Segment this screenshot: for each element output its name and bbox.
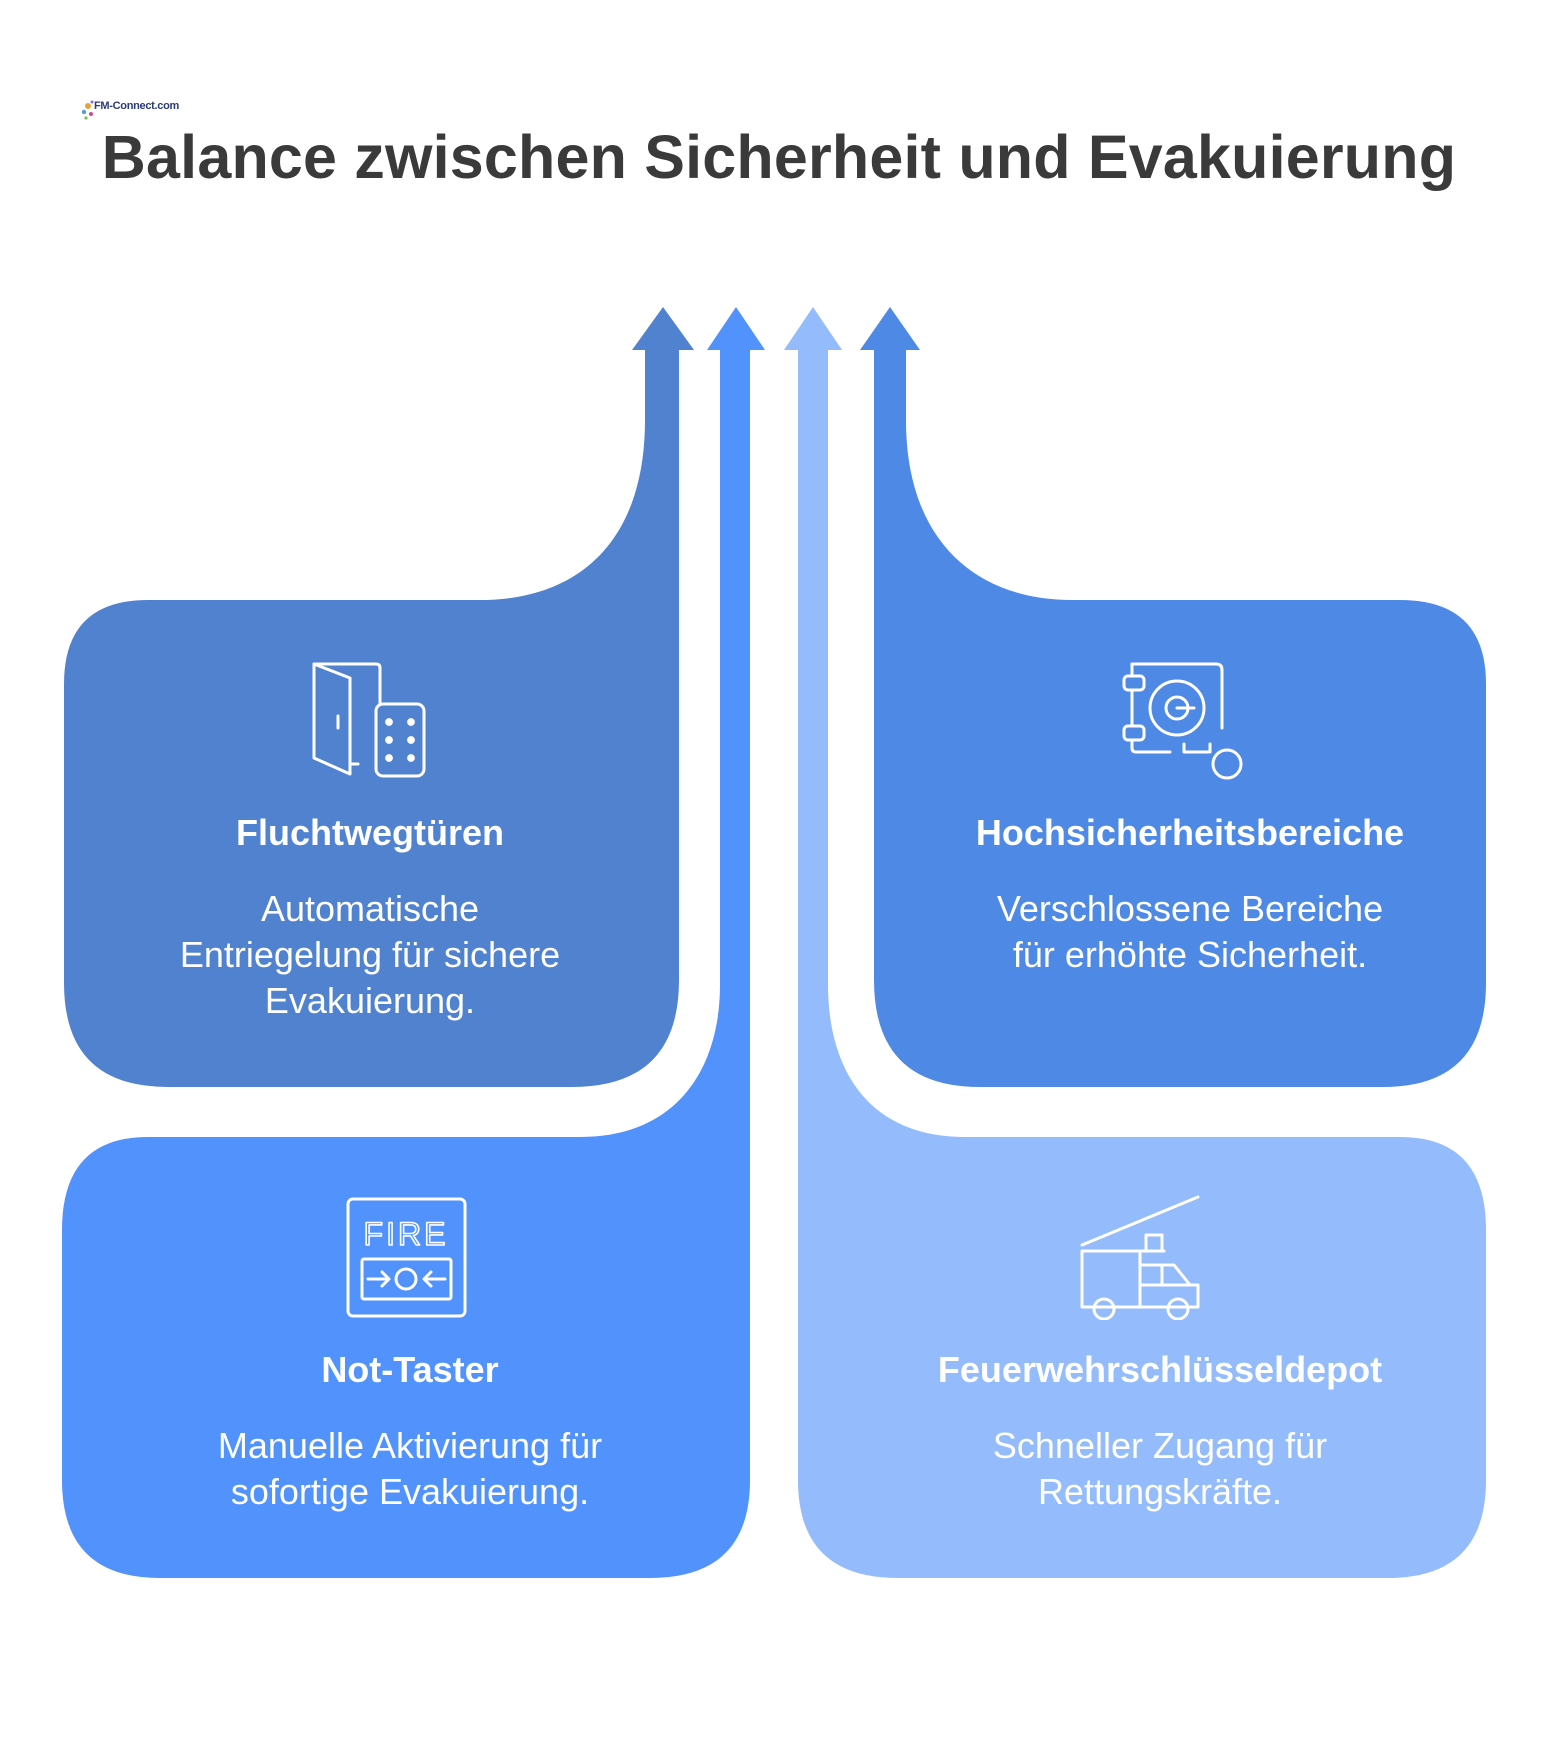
- fire-icon-label: FIRE: [364, 1216, 449, 1252]
- card-fluchtwegtueren-desc-line-3: Evakuierung.: [264, 980, 476, 1021]
- logo-text: FM-Connect.com: [94, 100, 180, 112]
- card-feuerwehrschluesseldepot-desc-line-1: Schneller Zugang für: [992, 1425, 1328, 1466]
- card-feuerwehrschluesseldepot-shape: [784, 307, 1486, 1578]
- door-keypad-icon: [312, 662, 426, 778]
- card-feuerwehrschluesseldepot-desc-line-2: Rettungskräfte.: [1037, 1471, 1283, 1512]
- card-fluchtwegtueren-desc-line-2: Entriegelung für sichere: [179, 934, 561, 975]
- card-fluchtwegtueren-desc-line-1: Automatische: [260, 888, 480, 929]
- card-feuerwehrschluesseldepot-title: Feuerwehrschlüsseldepot: [937, 1349, 1383, 1390]
- card-not-taster-title: Not-Taster: [321, 1349, 499, 1390]
- card-not-taster-desc-line-1: Manuelle Aktivierung für: [217, 1425, 603, 1466]
- fire-truck-icon: [1080, 1195, 1200, 1320]
- card-fluchtwegtueren-title: Fluchtwegtüren: [236, 812, 504, 853]
- card-not-taster: Not-Taster Manuelle Aktivierung für sofo…: [120, 1349, 700, 1515]
- card-hochsicherheitsbereiche-title: Hochsicherheitsbereiche: [975, 812, 1405, 853]
- page-title: Balance zwischen Sicherheit und Evakuier…: [101, 123, 1457, 191]
- fire-alarm-button-icon: FIRE: [346, 1197, 467, 1318]
- card-feuerwehrschluesseldepot: Feuerwehrschlüsseldepot Schneller Zugang…: [870, 1349, 1450, 1515]
- card-hochsicherheitsbereiche: Hochsicherheitsbereiche Verschlossene Be…: [910, 812, 1470, 978]
- card-hochsicherheitsbereiche-desc-line-2: für erhöhte Sicherheit.: [1012, 934, 1368, 975]
- card-fluchtwegtueren: Fluchtwegtüren Automatische Entriegelung…: [100, 812, 640, 1024]
- card-hochsicherheitsbereiche-desc-line-1: Verschlossene Bereiche: [996, 888, 1384, 929]
- logo-icon: [81, 100, 94, 120]
- card-not-taster-desc-line-2: sofortige Evakuierung.: [230, 1471, 590, 1512]
- safe-icon: [1122, 662, 1243, 780]
- card-not-taster-shape: [62, 307, 765, 1578]
